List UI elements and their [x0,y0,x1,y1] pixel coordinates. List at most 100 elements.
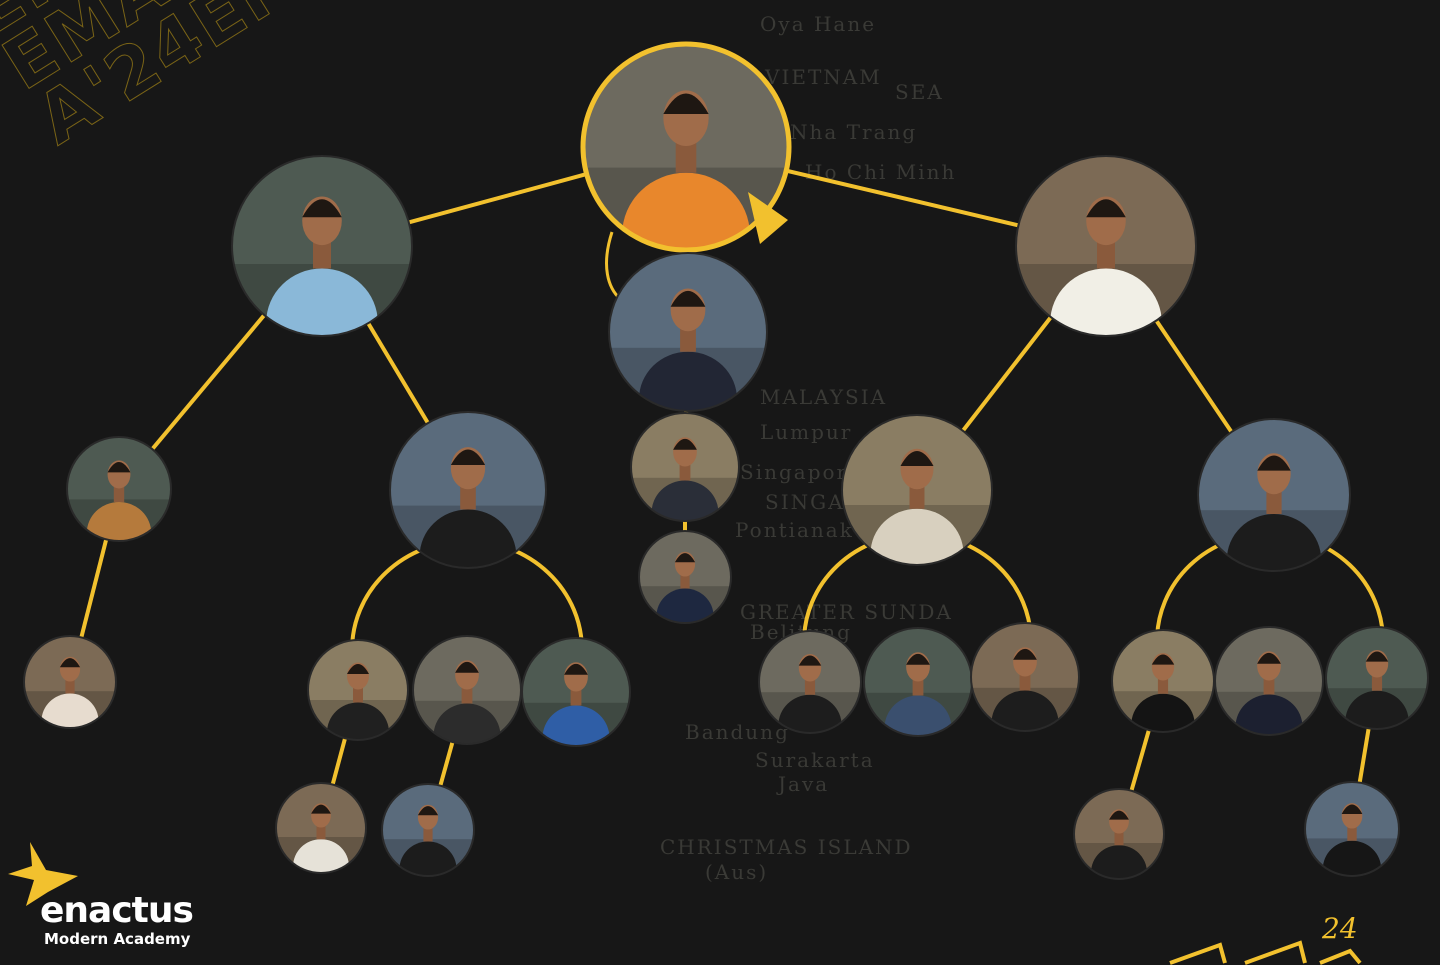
avatar-border [1197,418,1351,572]
person-body [1345,690,1409,729]
avatar-border [307,639,409,741]
member-right-b-3-1 [1304,781,1400,877]
avatar-border [275,782,367,874]
person-body [622,172,750,250]
member-left-b [389,411,547,569]
person-hair [455,661,479,673]
member-right-b-3 [1325,626,1429,730]
person-hair [107,461,131,473]
member-right-a [841,414,993,566]
member-left-a [66,436,172,542]
person-hair [1365,651,1389,662]
person-body [656,588,714,623]
avatar-border [758,630,862,734]
map-label: Oya Hane [760,12,877,36]
map-label: Lumpur [760,420,853,444]
map-label: CHRISTMAS ISLAND [660,835,913,859]
map-label: Singapore [740,460,862,484]
member-right-b-1-1 [1073,788,1165,880]
member-center-2 [630,412,740,522]
person-body [991,690,1059,731]
map-label: SEA [895,80,944,104]
person-body [399,841,457,876]
person-hair [663,93,709,115]
person-hair [1109,810,1129,820]
map-label: Bandung [685,720,790,744]
person-hair [302,199,342,218]
person-hair [1086,199,1126,218]
member-right-a-1 [758,630,862,734]
avatar-border [1325,626,1429,730]
avatar-border [521,637,631,747]
member-top-left [231,155,413,337]
person-body [266,268,378,336]
person-hair [673,438,697,450]
avatar-border [1304,781,1400,877]
avatar-border [1214,626,1324,736]
member-left-b-3 [521,637,631,747]
member-left-b-2 [412,635,522,745]
map-label: Pontianak [735,518,854,542]
person-body [1322,840,1382,876]
person-hair [59,658,81,668]
person-hair [1013,648,1037,660]
person-hair [674,553,696,563]
map-label: Surakarta [755,748,875,772]
person-body [1235,694,1303,735]
person-hair [1257,652,1281,664]
map-label: MALAYSIA [760,385,888,409]
map-label: Nha Trang [790,120,918,144]
person-hair [1151,654,1175,665]
avatar-border [630,412,740,522]
avatar-border [381,783,475,877]
member-left-b-1 [307,639,409,741]
person-hair [564,663,588,675]
avatar-border [389,411,547,569]
person-hair [906,653,930,665]
avatar-border [1015,155,1197,337]
person-body [293,839,349,873]
person-hair [347,664,369,674]
map-label: VIETNAM [765,65,882,89]
person-hair [1257,455,1291,471]
person-body [433,703,501,744]
avatar-border [1073,788,1165,880]
person-body [86,502,152,541]
person-hair [798,655,822,666]
avatar-border [66,436,172,542]
person-hair [900,451,934,466]
person-body [639,351,737,411]
arrow-pointer-icon [748,192,788,244]
member-right-b [1197,418,1351,572]
member-left-b-2-1 [381,783,475,877]
member-left-a-1 [23,635,117,729]
person-body [1050,268,1162,336]
map-label: Java [778,772,830,796]
avatar-border [412,635,522,745]
member-right-b-1 [1111,629,1215,733]
logo-brand: enactus [40,890,194,931]
person-body [327,702,389,740]
person-body [1226,514,1322,571]
person-body [870,508,964,565]
person-hair [670,290,706,307]
person-hair [417,806,439,816]
corner-year: 24 [1322,912,1358,945]
person-body [41,693,99,728]
avatar-border [580,41,792,253]
member-right-a-2 [863,627,973,737]
person-body [1091,845,1147,879]
corner-decoration [1169,940,1362,965]
member-right-a-3 [970,622,1080,732]
map-label: GREATER SUNDA [740,600,953,624]
avatar-border [608,252,768,412]
enactus-mark-icon [8,842,78,906]
logo-subtitle: Modern Academy [44,930,191,948]
member-right-b-2 [1214,626,1324,736]
person-body [419,509,517,568]
avatar-border [841,414,993,566]
member-top-right [1015,155,1197,337]
person-body [884,695,952,736]
